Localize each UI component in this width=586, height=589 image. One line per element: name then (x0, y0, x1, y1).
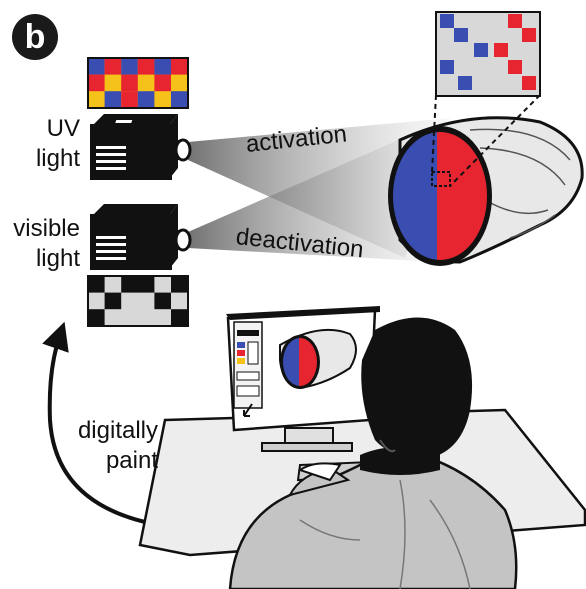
zoom-line (431, 94, 437, 173)
uv-projector-icon (90, 114, 192, 180)
panel-letter-badge: b (12, 14, 58, 60)
visible-light-beam (188, 135, 440, 262)
person-at-desk (228, 317, 518, 589)
visible-label-line1: visible (13, 215, 80, 242)
visible-light-label: visible light (6, 214, 80, 274)
digitally-paint-label: digitally paint (62, 416, 158, 476)
visible-projector-icon (90, 204, 192, 270)
uv-pattern-card (87, 57, 189, 109)
curved-arrow-up (42, 321, 146, 524)
visible-label-line2: light (35, 245, 80, 272)
uv-label-line1: UV (46, 115, 80, 142)
zoomed-pattern-inset (435, 11, 541, 97)
paint-label-line2: paint (105, 447, 158, 474)
coated-object (388, 116, 584, 266)
zoom-line (449, 94, 541, 187)
uv-label-line2: light (35, 145, 80, 172)
computer-monitor (226, 306, 380, 452)
uv-light-label: UV light (14, 114, 80, 174)
visible-pattern-card (87, 275, 189, 327)
paint-label-line1: digitally (77, 417, 158, 444)
